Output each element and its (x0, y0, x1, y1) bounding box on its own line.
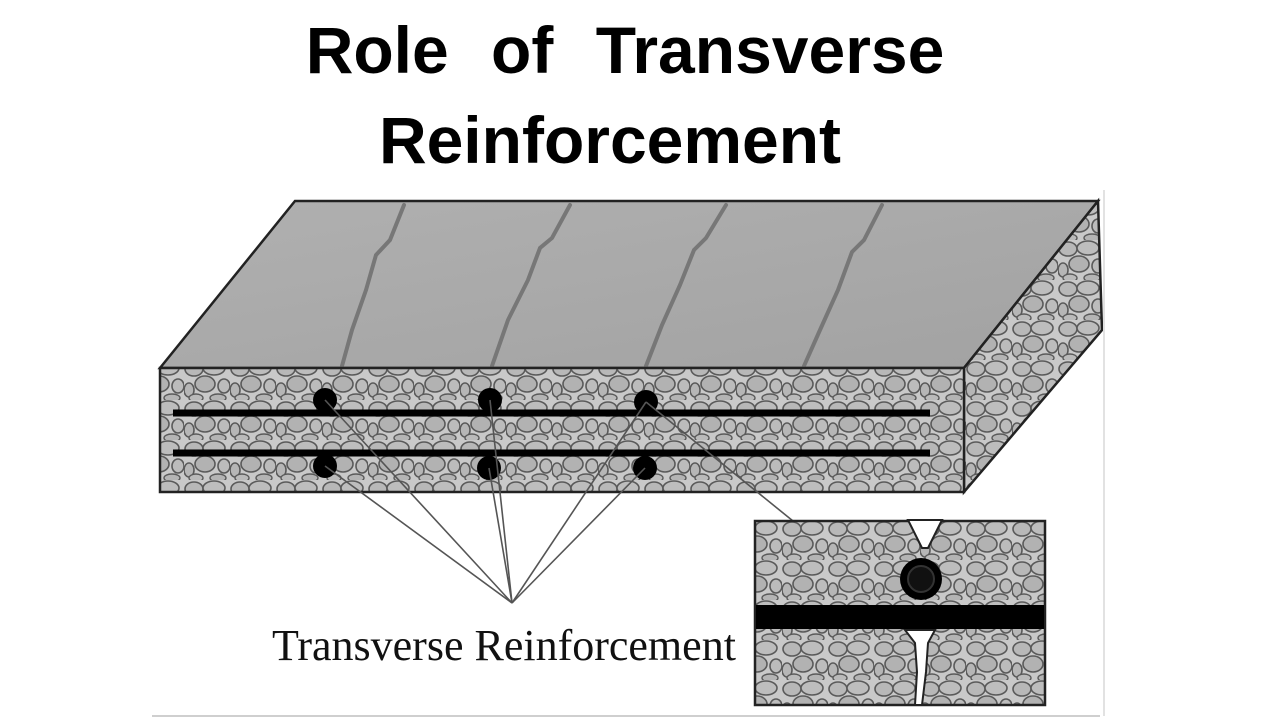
crack-notch-top (906, 519, 944, 549)
surface-cracks (340, 203, 884, 368)
detail-longitudinal-bar (756, 605, 1044, 629)
leader-lines (324, 399, 836, 604)
slab-top-face (157, 199, 1101, 370)
crack-1 (340, 203, 406, 368)
title-line-1: Role of Transverse (305, 13, 945, 87)
crack-4 (802, 203, 884, 368)
crack-3 (644, 203, 728, 368)
title-line-2: Reinforcement (378, 103, 842, 177)
section-detail-inset (753, 519, 1047, 707)
slab-front-face (158, 366, 966, 494)
crack-lower (902, 629, 937, 706)
crack-2 (490, 203, 572, 368)
transverse-reinforcement-label: Transverse Reinforcement (272, 621, 736, 670)
